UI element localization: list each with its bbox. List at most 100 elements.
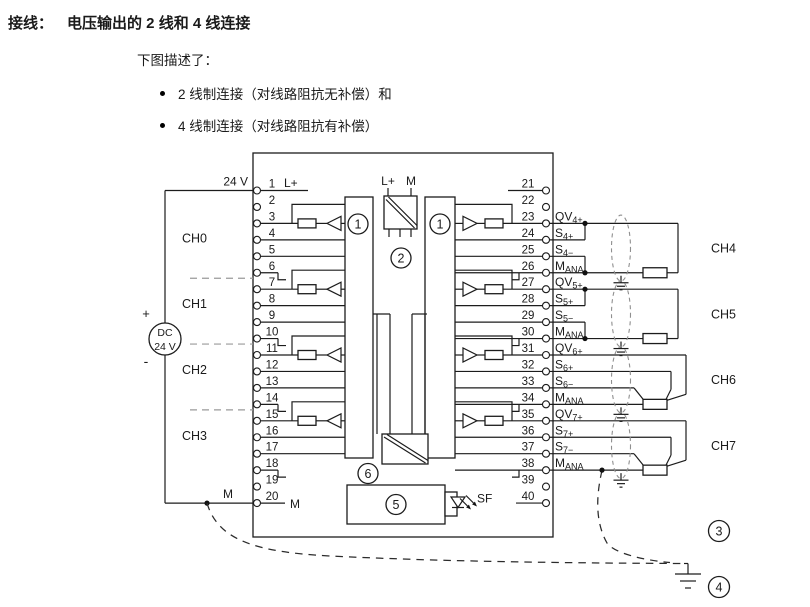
- terminal-point-7: [252, 285, 262, 294]
- sense-feedback-line: [455, 335, 513, 355]
- terminal-signal-label: MANA: [555, 325, 584, 341]
- supply-plus-label: +: [142, 306, 150, 321]
- signal-main: S: [555, 292, 563, 306]
- signal-main: S: [555, 226, 563, 240]
- callout-1: 1: [437, 218, 444, 232]
- right-channel-label: CH6: [711, 373, 736, 387]
- terminal-number-29: 29: [522, 310, 535, 322]
- terminal-point-11: [252, 350, 262, 360]
- load-resistor: [642, 464, 668, 476]
- left-channel-label: CH1: [182, 297, 207, 311]
- isolation-box-bottom: [381, 433, 429, 465]
- signal-main: QV: [555, 407, 572, 421]
- title-label: 接线：: [8, 15, 54, 32]
- signal-main: S: [555, 308, 563, 322]
- terminal-signal-label: QV4+: [555, 209, 583, 225]
- terminal-point-14: [252, 400, 262, 409]
- terminal-number-35: 35: [522, 409, 535, 421]
- terminal-point-16: [252, 433, 262, 442]
- cable-shield: [610, 214, 632, 282]
- terminal-number-27: 27: [522, 277, 535, 289]
- signal-main: QV: [555, 209, 572, 223]
- terminal-number-14: 14: [266, 392, 279, 404]
- terminal-point-3: [252, 219, 262, 228]
- signal-sub: 7−: [563, 445, 573, 455]
- terminal-number-40: 40: [522, 491, 535, 503]
- terminal-number-11: 11: [266, 343, 278, 355]
- led-ray: [465, 495, 474, 504]
- signal-sub: 5−: [563, 314, 573, 324]
- terminal-point-32: [541, 367, 551, 376]
- terminal-number-17: 17: [266, 442, 279, 454]
- internal-resistor: [297, 218, 317, 229]
- cable-shield: [610, 346, 632, 414]
- led-ray-arrowhead: [472, 501, 477, 507]
- callout-3: 3: [716, 525, 723, 539]
- terminal-number-15: 15: [266, 409, 279, 421]
- amplifier-icon: [462, 347, 479, 363]
- signal-sub: 4+: [572, 215, 582, 225]
- terminal-signal-label: QV7+: [555, 407, 583, 423]
- supply-m-label: M: [223, 487, 233, 501]
- terminal-point-22: [541, 202, 551, 211]
- cable-shield: [610, 411, 632, 480]
- mana-bus-hook: [277, 470, 286, 478]
- junction-dot: [582, 220, 588, 226]
- terminal-number-32: 32: [522, 359, 535, 371]
- terminal-number-31: 31: [522, 343, 535, 355]
- terminal-number-13: 13: [266, 376, 279, 388]
- terminal-point-35: [541, 416, 551, 425]
- amplifier-icon: [462, 412, 479, 429]
- terminal-number-22: 22: [522, 195, 535, 207]
- terminal-point-4: [252, 235, 262, 244]
- terminal-signal-label: S5−: [555, 308, 573, 324]
- terminal-point-34: [541, 400, 551, 409]
- junction-dot: [582, 286, 588, 292]
- sense-feedback-line: [455, 269, 513, 290]
- signal-main: S: [555, 423, 563, 437]
- terminal-number-5: 5: [269, 244, 275, 256]
- terminal-point-10: [252, 334, 262, 343]
- mana-bus-hook: [512, 470, 520, 478]
- dac-block-left: [344, 196, 374, 459]
- mana-bus-hook: [512, 338, 520, 347]
- led-ray: [459, 498, 468, 507]
- terminal-number-28: 28: [522, 294, 535, 306]
- terminal-point-21: [541, 186, 551, 195]
- terminal-signal-label: QV6+: [555, 341, 583, 357]
- signal-main: QV: [555, 341, 572, 355]
- terminal-point-38: [541, 466, 551, 475]
- dc-source-symbol: [148, 322, 182, 356]
- terminal-point-6: [252, 268, 262, 277]
- terminal1-lplus-label: L+: [284, 176, 298, 190]
- callout-2: 2: [398, 252, 405, 266]
- bullet-icon: [160, 90, 165, 96]
- terminal-number-19: 19: [266, 475, 279, 487]
- terminal-point-8: [252, 301, 262, 310]
- internal-resistor: [297, 284, 317, 295]
- terminal-number-30: 30: [522, 327, 535, 339]
- terminal-point-1: [252, 186, 262, 195]
- terminal-number-38: 38: [522, 458, 535, 470]
- signal-main: M: [555, 390, 565, 404]
- wire: [633, 453, 645, 467]
- right-channel-label: CH7: [711, 439, 736, 453]
- terminal-point-36: [541, 433, 551, 442]
- terminal-number-18: 18: [266, 458, 279, 470]
- terminal-number-21: 21: [522, 179, 535, 191]
- terminal-number-2: 2: [269, 195, 275, 207]
- signal-main: S: [555, 357, 563, 371]
- load-resistor: [642, 332, 668, 345]
- terminal-number-25: 25: [522, 244, 535, 256]
- terminal-number-26: 26: [522, 261, 535, 273]
- terminal-number-4: 4: [269, 228, 276, 240]
- internal-resistor: [484, 415, 504, 426]
- terminal-point-28: [541, 301, 551, 310]
- terminal-number-12: 12: [266, 359, 279, 371]
- bullet-text: 2 线制连接（对线路阻抗无补偿）和: [178, 87, 392, 102]
- callout-5-circle: [385, 493, 407, 516]
- signal-main: S: [555, 440, 563, 454]
- internal-resistor: [297, 349, 317, 361]
- signal-sub: ANA: [565, 330, 584, 340]
- terminal-point-24: [541, 235, 551, 244]
